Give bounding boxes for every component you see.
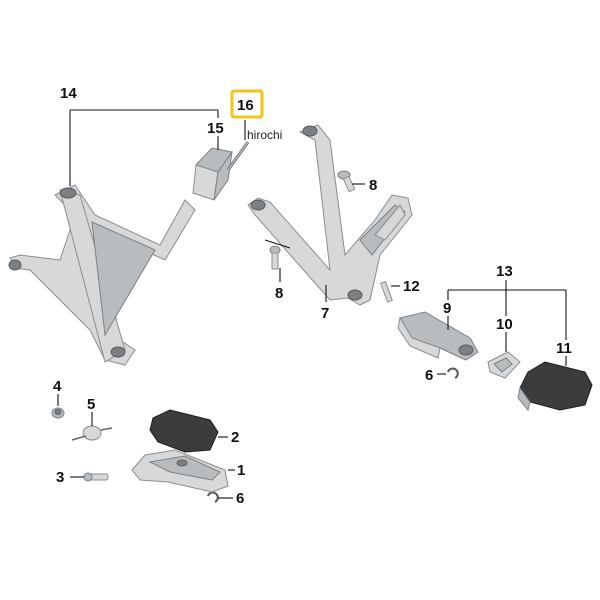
part-right-bracket[interactable]	[247, 124, 413, 306]
callout-16[interactable]: 16	[237, 97, 254, 114]
callout-10[interactable]: 10	[496, 316, 513, 333]
part-left-peg-rubber[interactable]	[149, 409, 219, 453]
watermark-text: hirochi	[247, 128, 282, 142]
callout-15[interactable]: 15	[207, 120, 224, 137]
part-bolt-12[interactable]	[380, 280, 393, 303]
callout-2[interactable]: 2	[231, 429, 239, 446]
part-clip-right[interactable]	[447, 367, 459, 379]
callout-11[interactable]: 11	[556, 340, 572, 357]
callout-3[interactable]: 3	[56, 469, 64, 486]
part-left-bracket[interactable]	[8, 184, 196, 366]
callout-4[interactable]: 4	[53, 378, 62, 395]
part-right-peg-mount[interactable]	[397, 311, 479, 361]
callout-1[interactable]: 1	[237, 462, 245, 479]
part-bushing[interactable]	[51, 407, 65, 419]
part-spring-clip[interactable]	[487, 351, 521, 379]
leader-lines	[57, 109, 567, 499]
part-bolt-3[interactable]	[83, 472, 109, 482]
part-bolt-lower[interactable]	[269, 245, 281, 270]
callout-9[interactable]: 9	[443, 300, 451, 317]
callout-12[interactable]: 12	[403, 278, 420, 295]
callout-7[interactable]: 7	[321, 305, 329, 322]
callout-6-left[interactable]: 6	[236, 490, 244, 507]
callout-5[interactable]: 5	[87, 396, 95, 413]
part-spring[interactable]	[71, 425, 113, 441]
part-clip-left[interactable]	[207, 491, 219, 503]
callout-8-upper[interactable]: 8	[369, 177, 377, 194]
part-left-peg-mount[interactable]	[131, 449, 229, 493]
callout-14[interactable]: 14	[60, 85, 77, 102]
part-pin[interactable]	[226, 141, 250, 171]
part-damper-block[interactable]	[192, 147, 233, 201]
callout-6-right[interactable]: 6	[425, 367, 433, 384]
callout-highlight-box	[230, 89, 264, 119]
callout-8-lower[interactable]: 8	[275, 285, 283, 302]
callout-13[interactable]: 13	[496, 263, 513, 280]
part-right-peg-rubber[interactable]	[517, 361, 593, 412]
part-bolt-upper[interactable]	[337, 170, 356, 193]
